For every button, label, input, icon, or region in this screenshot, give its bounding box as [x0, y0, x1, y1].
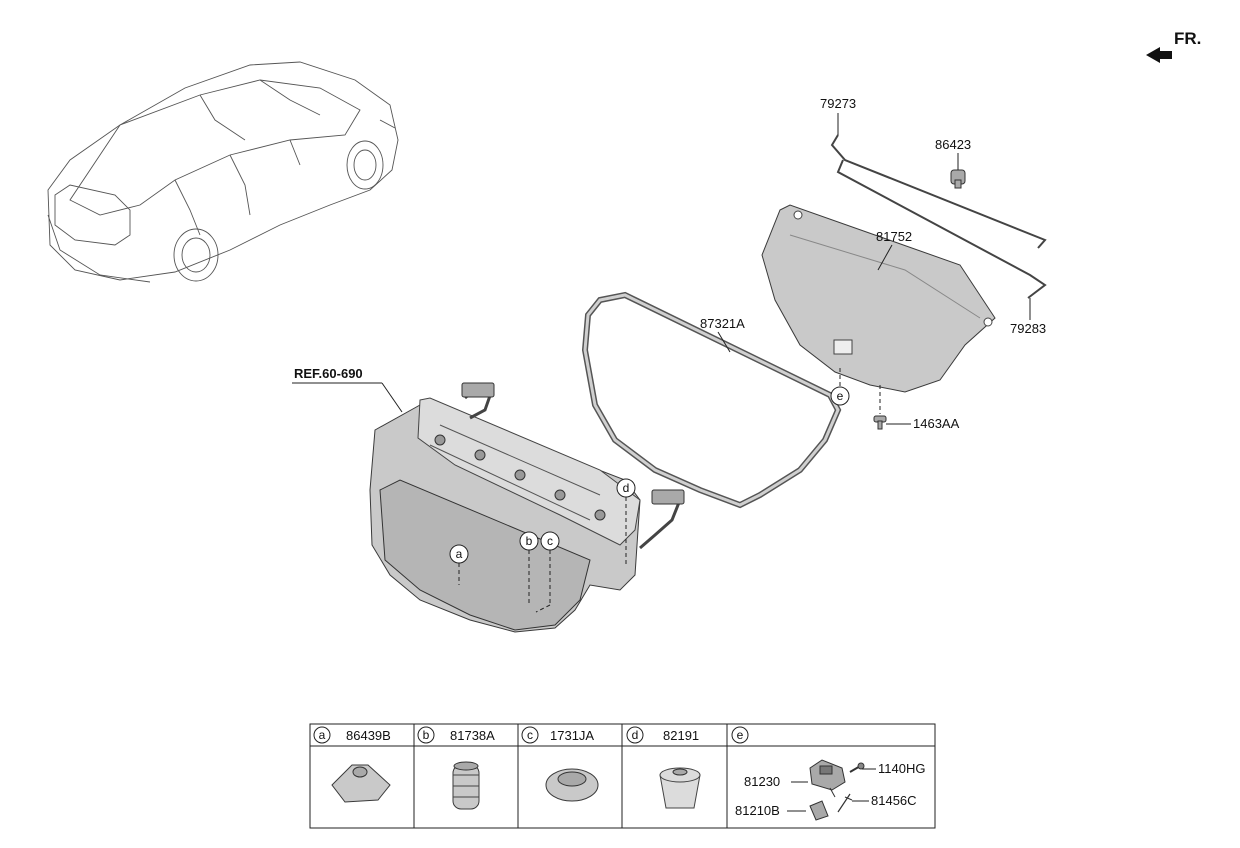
callout-79283: 79283 — [1010, 298, 1046, 336]
svg-text:e: e — [837, 389, 844, 403]
legend-cell-b: b 81738A — [417, 726, 495, 810]
marker-a: a — [449, 544, 469, 585]
legend-part-e-81210B: 81210B — [735, 803, 780, 818]
legend-part-c: 1731JA — [550, 728, 594, 743]
svg-text:e: e — [737, 728, 744, 742]
latch-screw-icon — [849, 762, 865, 773]
svg-text:c: c — [527, 728, 533, 742]
svg-text:c: c — [547, 534, 553, 548]
direction-label: FR. — [1174, 29, 1201, 48]
svg-text:a: a — [456, 547, 463, 561]
legend-part-e-81456C: 81456C — [871, 793, 917, 808]
support-rod-upper — [830, 134, 1047, 249]
callout-86423: 86423 — [935, 137, 971, 170]
legend-part-b: 81738A — [450, 728, 495, 743]
marker-c: c — [535, 531, 560, 613]
harness-clip-icon — [837, 793, 853, 813]
label-87321A: 87321A — [700, 316, 745, 331]
svg-text:b: b — [423, 728, 430, 742]
legend-cell-d: d 82191 — [626, 726, 701, 809]
support-rod-lower — [836, 159, 1047, 299]
release-switch-icon — [809, 800, 829, 821]
legend-table: a 86439B b 81738A c 1731JA — [309, 723, 936, 829]
reference-callout: REF.60-690 — [292, 366, 403, 413]
svg-text:d: d — [623, 481, 630, 495]
bumper-grommet-icon — [331, 764, 391, 803]
label-79273: 79273 — [820, 96, 856, 111]
reference-label: REF.60-690 — [294, 366, 363, 381]
svg-text:a: a — [319, 728, 326, 742]
clip-86423 — [950, 169, 966, 189]
plug-cap-icon — [545, 768, 599, 802]
legend-cell-c: c 1731JA — [521, 726, 599, 802]
svg-text:b: b — [526, 534, 533, 548]
svg-text:d: d — [632, 728, 639, 742]
label-81752: 81752 — [876, 229, 912, 244]
callout-79273: 79273 — [820, 96, 856, 135]
legend-part-a: 86439B — [346, 728, 391, 743]
label-79283: 79283 — [1010, 321, 1046, 336]
vehicle-overview-sketch — [47, 61, 399, 283]
legend-part-e-81230: 81230 — [744, 774, 780, 789]
trunk-latch-icon — [809, 759, 846, 798]
bumper-stopper-icon — [452, 761, 480, 810]
trunk-lid-assembly — [369, 382, 685, 633]
direction-arrow-icon — [1146, 47, 1172, 63]
trunk-lid-trim-81752 — [761, 204, 996, 393]
legend-cell-e: e 81230 1140HG 81210B 81456C — [731, 726, 925, 821]
screw-1463AA — [873, 415, 887, 430]
legend-part-e-1140HG: 1140HG — [878, 761, 925, 776]
marker-b: b — [519, 531, 539, 605]
legend-cell-a: a 86439B — [313, 726, 391, 803]
rubber-bumper-icon — [659, 767, 701, 809]
callout-81752: 81752 — [876, 229, 912, 271]
legend-part-d: 82191 — [663, 728, 699, 743]
label-86423: 86423 — [935, 137, 971, 152]
label-1463AA: 1463AA — [913, 416, 960, 431]
marker-e: e — [830, 368, 881, 414]
callout-87321A: 87321A — [700, 316, 745, 353]
marker-d: d — [616, 478, 636, 565]
callout-1463AA: 1463AA — [886, 416, 960, 431]
front-direction-indicator: FR. — [1146, 29, 1201, 63]
